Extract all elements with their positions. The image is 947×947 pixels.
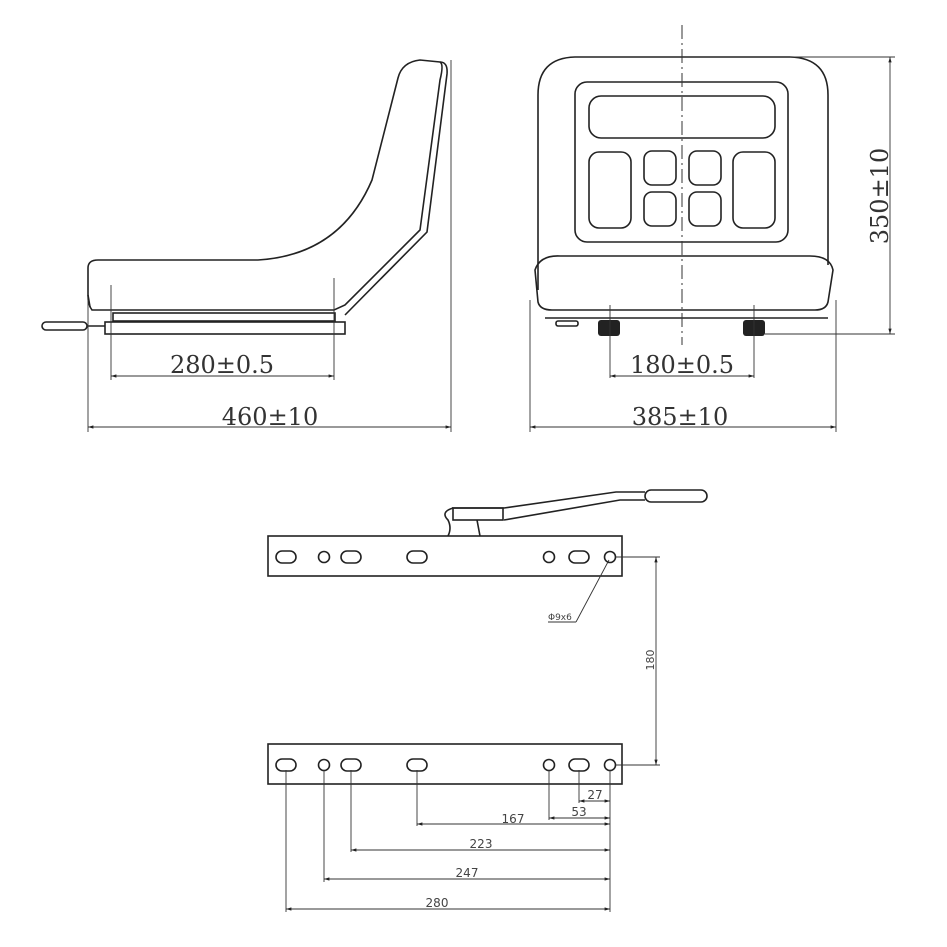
side-view: 280±0.5 460±10 xyxy=(41,59,452,432)
dim-167: 167 xyxy=(502,812,525,826)
dim-180-front: 180±0.5 xyxy=(630,351,734,379)
dim-180-rail: 180 xyxy=(644,650,657,671)
dim-280-rail: 280 xyxy=(426,896,449,910)
rail-detail: Φ9x6 180 27 53 167 223 247 280 xyxy=(267,489,708,912)
hole-callout: Φ9x6 xyxy=(548,613,572,623)
front-view: 180±0.5 385±10 350±10 xyxy=(529,25,895,432)
dim-385: 385±10 xyxy=(632,403,728,431)
dim-350: 350±10 xyxy=(866,148,894,244)
dim-223: 223 xyxy=(470,837,493,851)
dim-27: 27 xyxy=(587,788,602,802)
dim-247: 247 xyxy=(456,866,479,880)
holes xyxy=(275,550,617,772)
dim-280: 280±0.5 xyxy=(170,351,274,379)
dim-460: 460±10 xyxy=(222,403,318,431)
dim-53: 53 xyxy=(571,805,586,819)
